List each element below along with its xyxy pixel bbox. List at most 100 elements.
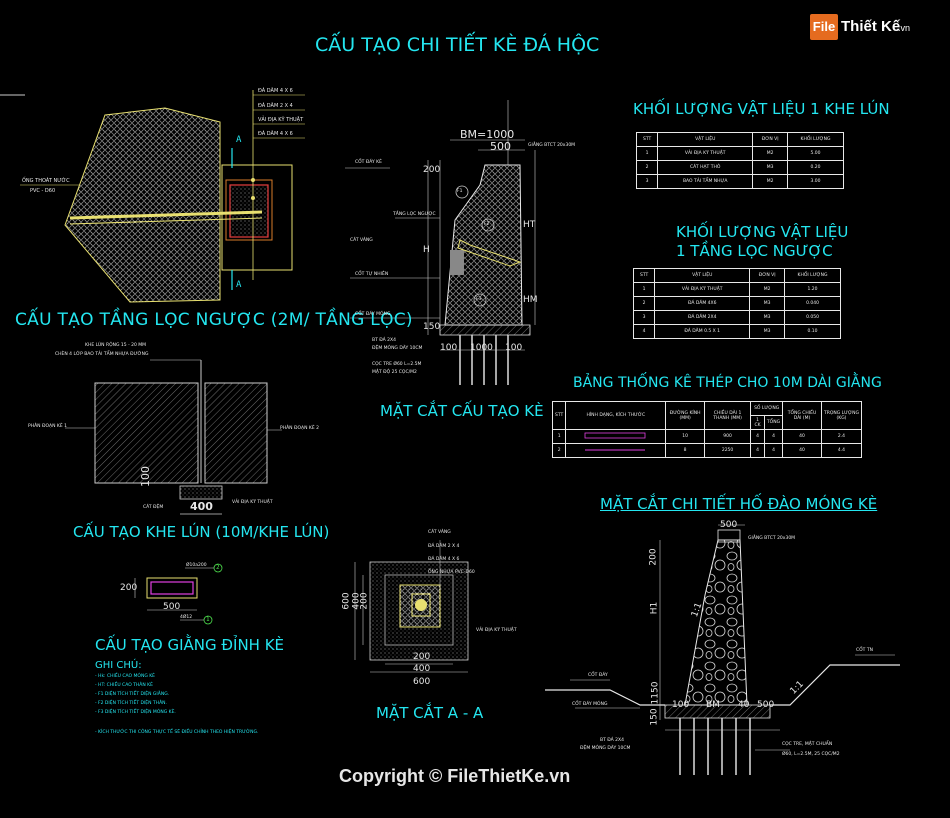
dim-label: 200 <box>423 165 441 175</box>
dim-label: 200 <box>120 583 138 593</box>
table-cell: 4 <box>763 443 784 458</box>
label: 4Ø12 <box>180 615 193 620</box>
table-cell: 1 <box>635 146 659 161</box>
logo-tld: .vn <box>898 23 911 33</box>
joint-title: CẤU TẠO KHE LÚN (10M/KHE LÚN) <box>73 523 330 541</box>
dim-label: HT <box>523 220 536 230</box>
section-mark: A <box>236 135 242 145</box>
dim-label: 500 <box>720 520 738 530</box>
t2-h1: VẬT LIỆU <box>654 268 751 283</box>
dim-label: 100 <box>505 343 523 353</box>
table-cell: 0.10 <box>784 324 841 339</box>
note-line: - F1 DIỆN TÍCH TIẾT DIỆN GIẰNG. <box>95 692 170 697</box>
label: ĐÁ DĂM 4 X 6 <box>428 557 460 562</box>
table-cell: 3.00 <box>787 174 844 189</box>
label: 2 <box>216 564 220 571</box>
note-line: - HT: CHIỀU CAO THÂN KÈ <box>95 683 153 688</box>
table-cell: M3 <box>752 160 789 175</box>
bar-shape-1 <box>584 432 646 438</box>
table2-title-line2: 1 TẦNG LỌC NGƯỢC <box>676 242 833 260</box>
label: BT ĐÁ 2X4 <box>600 738 624 743</box>
notes-heading: GHI CHÚ: <box>95 660 142 671</box>
label: F3 <box>476 297 482 302</box>
site-logo[interactable]: File Thiết Kế .vn <box>810 14 920 42</box>
label: MẬT ĐỘ 25 CỌC/M2 <box>372 370 417 375</box>
note-line: - KÍCH THƯỚC THI CÔNG THỰC TẾ SẼ ĐIỀU CH… <box>95 730 259 735</box>
logo-name: Thiết Kế <box>841 18 901 35</box>
dim-label: 600 <box>341 592 352 610</box>
table-cell: 4 <box>750 429 765 444</box>
label: 1 <box>206 616 210 623</box>
dim-label: 200 <box>648 548 659 566</box>
table-cell: 2 <box>551 443 567 458</box>
table-cell: 8 <box>665 443 705 458</box>
table-cell: VẢI ĐỊA KỸ THUẬT <box>657 146 754 161</box>
label: ĐỆM MÓNG DÀY 10CM <box>580 746 631 751</box>
t3-h1: HÌNH DẠNG, KÍCH THƯỚC <box>565 401 667 430</box>
dim-label: 400 <box>190 500 213 513</box>
label: GIẰNG BTCT 20x30M <box>528 143 576 148</box>
section-mark: A <box>236 280 242 290</box>
label: ĐÁ DĂM 2 X 4 <box>258 103 293 109</box>
t3-h3: CHIỀU DÀI 1 THANH (MM) <box>703 401 752 430</box>
pit-section <box>545 524 900 775</box>
table-cell: 0.040 <box>784 296 841 311</box>
table-cell: ĐÁ DĂM 4X6 <box>654 296 751 311</box>
label: TẦNG LỌC NGƯỢC <box>393 212 436 217</box>
label: F1 <box>457 189 463 194</box>
dim-label: 100 <box>139 466 152 487</box>
table-cell: 4.4 <box>820 443 863 458</box>
joint-detail <box>65 359 282 515</box>
main-section-title: MẶT CẮT CẤU TẠO KÈ <box>380 402 544 420</box>
dim-label: 500 <box>757 700 775 710</box>
label: CỌC TRE, MẬT CHUẨN <box>782 742 833 747</box>
label: CHÈN 4 LỚP BAO TẢI TẨM NHỰA ĐƯỜNG <box>55 352 149 357</box>
table-cell: 1.20 <box>784 282 841 297</box>
label: ỐNG THOÁT NƯỚC <box>22 178 70 184</box>
table-cell: VẢI ĐỊA KỸ THUẬT <box>654 282 751 297</box>
label: CÁT ĐỆM <box>143 505 164 510</box>
label: CỌC TRE Ø60 L=2.5M <box>372 362 422 367</box>
table3: STT HÌNH DẠNG, KÍCH THƯỚC ĐƯỜNG KÍNH (MM… <box>551 401 863 458</box>
dim-label: 100 <box>672 700 690 710</box>
table-cell: M2 <box>749 282 786 297</box>
table-cell: 4 <box>750 443 765 458</box>
label: Ø60, L=2.5M, 25 CỌC/M2 <box>782 752 840 757</box>
table-cell: 10 <box>665 429 705 444</box>
label: PHÂN ĐOẠN KÈ 1 <box>28 424 67 429</box>
label: ĐÁ DĂM 4 X 6 <box>258 88 293 94</box>
t1-h1: VẬT LIỆU <box>657 132 754 147</box>
label: ĐỆM MÓNG DÀY 10CM <box>372 346 423 351</box>
label: CỐT TỰ NHIÊN <box>355 272 389 277</box>
label: CỐT ĐÁY MÓNG <box>572 702 608 707</box>
label: CỐT ĐÁY KÈ <box>355 160 382 165</box>
label: PVC - D60 <box>30 188 56 194</box>
label: CỐT ĐÁY <box>588 673 608 678</box>
note-line: - F2 DIỆN TÍCH TIẾT DIỆN THÂN. <box>95 701 167 706</box>
table-cell: 1 <box>551 429 567 444</box>
table-cell: 4 <box>632 324 656 339</box>
t3-h2: ĐƯỜNG KÍNH (MM) <box>665 401 705 430</box>
label: PHÂN ĐOẠN KÈ 2 <box>280 426 319 431</box>
dim-label: 500 <box>163 602 181 612</box>
dim-label: 100 <box>440 343 458 353</box>
t1-h2: ĐƠN VỊ <box>752 132 789 147</box>
t2-h2: ĐƠN VỊ <box>749 268 786 283</box>
label: VẢI ĐỊA KỸ THUẬT <box>258 117 304 123</box>
dim-label: H <box>423 245 430 255</box>
t3-h7: TRỌNG LƯỢNG (KG) <box>820 401 863 430</box>
dim-label: 150 <box>649 708 660 726</box>
label: CÁT VÀNG <box>350 238 373 243</box>
main-section <box>345 100 536 385</box>
t2-h0: STT <box>632 268 656 283</box>
dim-label: 150 <box>423 322 441 332</box>
dim-label: HM <box>523 295 538 305</box>
table-cell: 40 <box>782 429 822 444</box>
t3-h4: SỐ LƯỢNG <box>750 401 784 416</box>
copyright-text: Copyright © FileThietKe.vn <box>339 766 571 786</box>
filter-detail <box>20 90 305 303</box>
label: F2 <box>484 222 490 227</box>
